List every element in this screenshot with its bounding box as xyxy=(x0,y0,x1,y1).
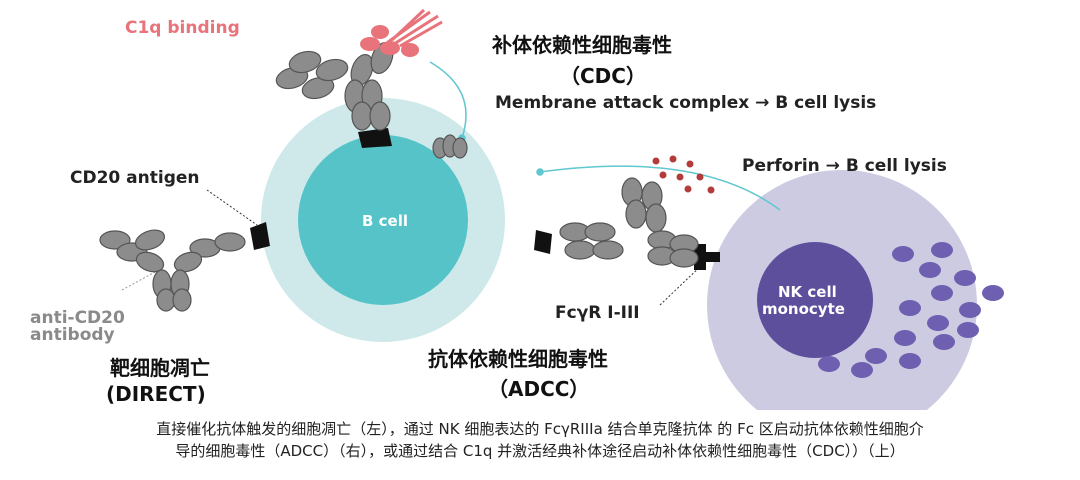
cd20-antigen-label: CD20 antigen xyxy=(70,168,200,188)
antibody-adcc xyxy=(559,177,699,268)
cd20-leader xyxy=(206,189,258,226)
cd20-antigens xyxy=(250,128,552,254)
granules xyxy=(818,242,1004,378)
figure-caption: 直接催化抗体触发的细胞凋亡（左），通过 NK 细胞表达的 FcγRIIIa 结合… xyxy=(0,418,1080,462)
cdc-arrow xyxy=(429,61,467,142)
anti-cd20-label-2: antibody xyxy=(30,325,115,345)
antibody-direct xyxy=(99,229,246,312)
c1q-binding-label: C1q binding xyxy=(125,18,240,38)
antibody-leader xyxy=(121,271,156,291)
membrane-attack-complex xyxy=(432,134,468,159)
caption-line-2: 导的细胞毒性（ADCC）（右），或通过结合 C1q 并激活经典补体途径启动补体依… xyxy=(175,442,905,460)
nk-cell-label-2: monocyte xyxy=(762,300,845,318)
direct-title-cn: 靶细胞凋亡 xyxy=(110,356,210,380)
perforin-arrow xyxy=(536,165,781,211)
anti-cd20-label-1: anti-CD20 xyxy=(30,308,125,328)
b-cell xyxy=(261,98,505,342)
cdc-title-abbr: （CDC） xyxy=(560,64,646,88)
nk-cell xyxy=(707,170,1004,410)
c1q-complex xyxy=(360,8,443,57)
fcyr-label: FcγR I-III xyxy=(555,303,640,323)
caption-line-1: 直接催化抗体触发的细胞凋亡（左），通过 NK 细胞表达的 FcγRIIIa 结合… xyxy=(156,420,924,438)
membrane-attack-label: Membrane attack complex → B cell lysis xyxy=(495,93,877,113)
b-cell-label: B cell xyxy=(362,212,409,230)
fcyr-receptor xyxy=(694,244,720,270)
direct-title-abbr: (DIRECT) xyxy=(106,382,206,406)
mechanism-diagram xyxy=(99,8,1004,410)
perforin-particles xyxy=(652,155,715,194)
adcc-title-abbr: （ADCC） xyxy=(488,377,590,401)
nk-cell-label-1: NK cell xyxy=(778,283,837,301)
adcc-title-cn: 抗体依赖性细胞毒性 xyxy=(428,347,608,371)
antibody-cdc xyxy=(275,41,394,131)
cdc-title-cn: 补体依赖性细胞毒性 xyxy=(492,33,672,57)
perforin-label: Perforin → B cell lysis xyxy=(742,156,947,176)
